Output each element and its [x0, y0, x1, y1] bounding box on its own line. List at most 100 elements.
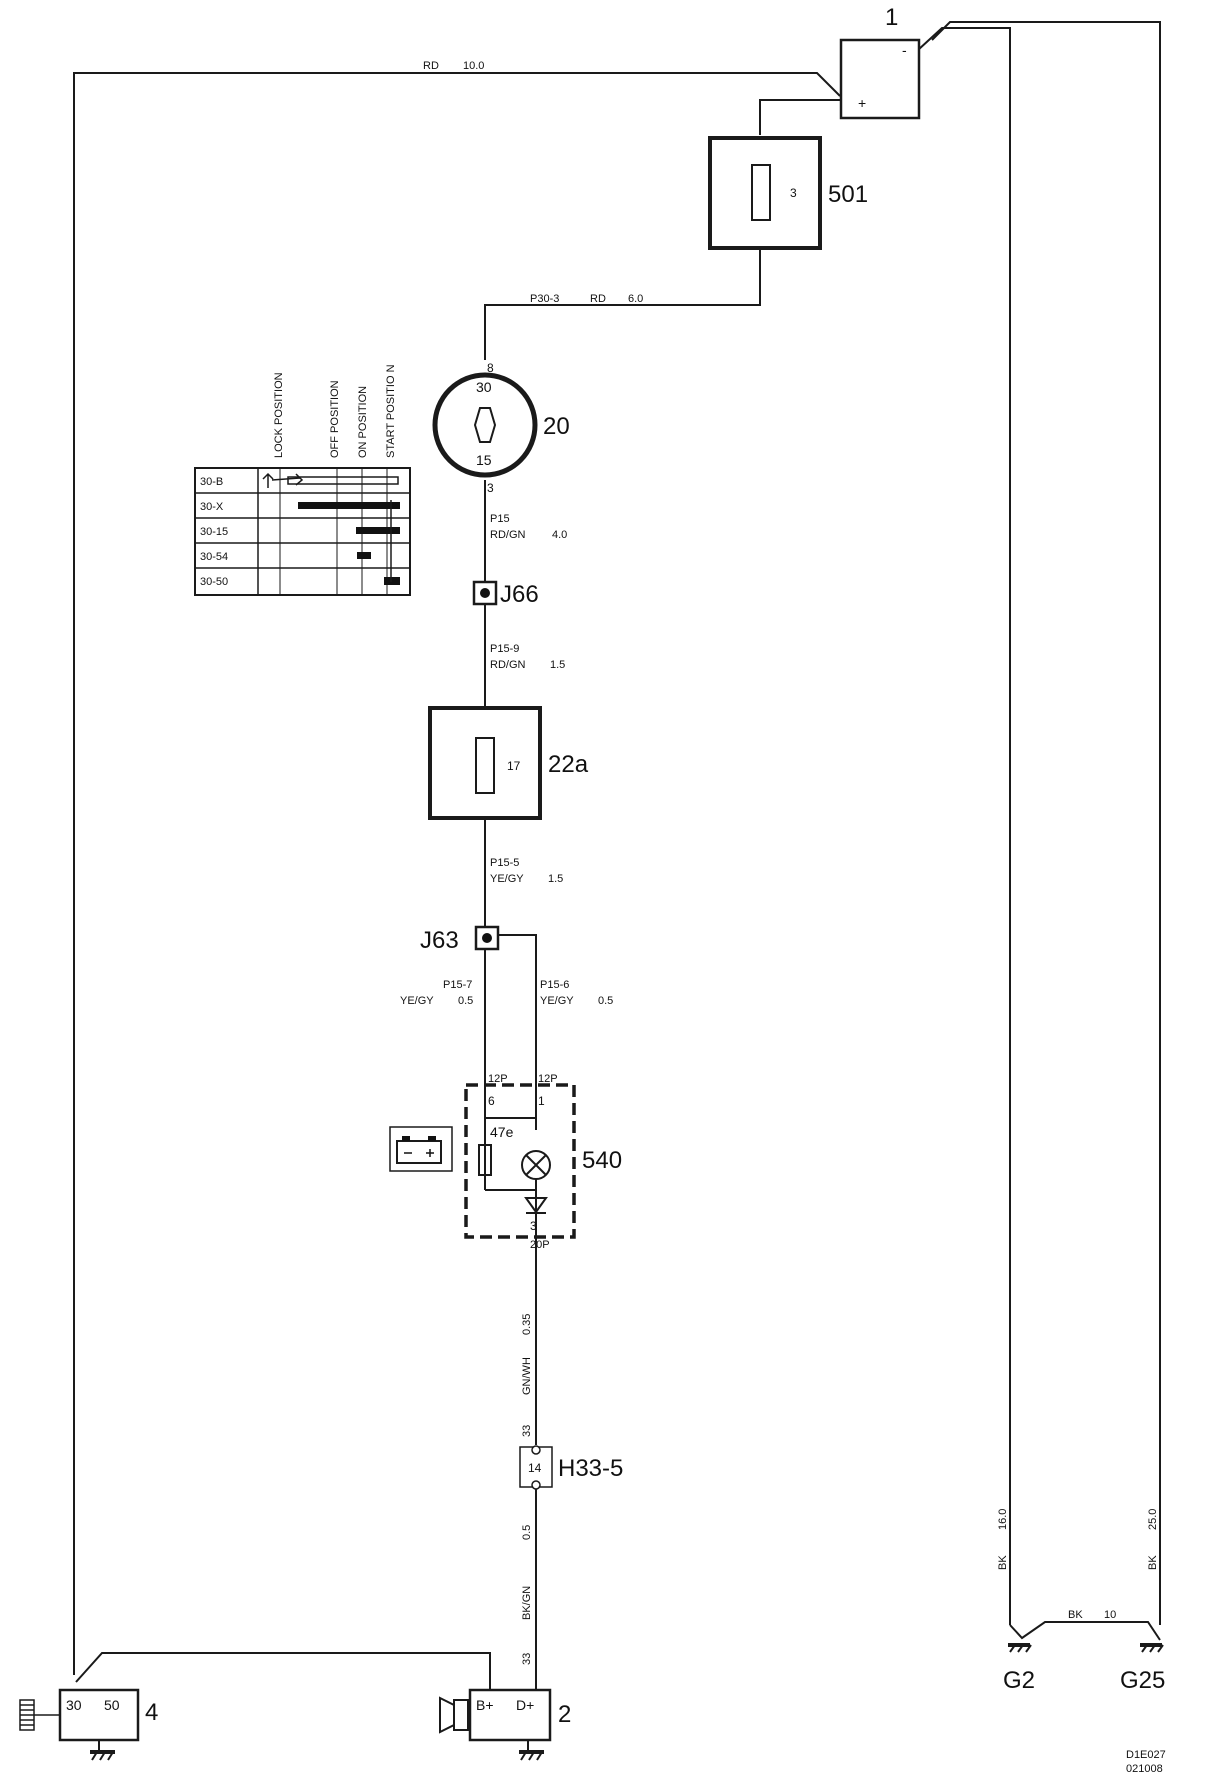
wire-label-p30-3-color: RD: [590, 293, 606, 305]
fuse-box-501: [708, 136, 822, 250]
wire-label-p15-5: P15-5: [490, 857, 519, 869]
alternator-box: [468, 1688, 552, 1742]
alternator-ground-icon: [519, 1740, 544, 1761]
wire-starter-alternator: [75, 1652, 491, 1690]
j63-label: J63: [420, 927, 459, 954]
starter-box: [58, 1688, 140, 1742]
ign-term-top: 30: [476, 379, 492, 395]
alternator-term-b: B+: [476, 1697, 494, 1713]
alternator-pulley-icon: [439, 1696, 469, 1734]
wire-label-g25-color: BK: [1147, 1555, 1159, 1570]
instrument-label: 540: [582, 1147, 622, 1174]
wire-label-gnwh-size: 0.35: [521, 1314, 533, 1335]
row-30-b: 30-B: [200, 476, 223, 488]
starter-term-30: 30: [66, 1697, 82, 1713]
ground-g2-label: G2: [1003, 1667, 1035, 1694]
battery-box: [839, 38, 921, 120]
wire-fuse-ignition: [484, 250, 761, 360]
row-30-x: 30-X: [200, 501, 224, 513]
ign-term-bottom: 15: [476, 452, 492, 468]
wire-label-p15-6-color: YE/GY: [540, 995, 574, 1007]
wire-label-p15-5-color: YE/GY: [490, 873, 524, 885]
wire-label-p15-7-size: 0.5: [458, 995, 473, 1007]
fuse-501-label: 501: [828, 181, 868, 208]
pin-left-conn: 12P: [488, 1073, 508, 1085]
ignition-switch: [432, 372, 538, 478]
header-lock-position: LOCK POSITION: [273, 372, 285, 458]
resistor-icon: [478, 1144, 492, 1176]
wire-label-bridge-color: BK: [1068, 1609, 1083, 1621]
wire-label-bkgn: BK/GN: [521, 1586, 533, 1620]
wire-ground-bridge: [1009, 1621, 1161, 1641]
wire-label-rd-size: 10.0: [463, 60, 484, 72]
h33-top-pin: 33: [521, 1425, 533, 1437]
ground-g2-icon: [1008, 1643, 1032, 1653]
wire-battery-starter: [73, 72, 841, 1675]
battery-plus: +: [858, 95, 866, 111]
ign-label: 20: [543, 413, 570, 440]
wire-label-p15-color: RD/GN: [490, 529, 526, 541]
wire-label-p15-9-size: 1.5: [550, 659, 565, 671]
sub-label-47e: 47e: [490, 1124, 514, 1140]
wire-label-p15-9: P15-9: [490, 643, 519, 655]
wire-label-bkgn-size: 0.5: [521, 1525, 533, 1540]
splice-j63-dot: [482, 933, 492, 943]
starter-gear-icon: [19, 1699, 60, 1731]
footer-ref: D1E027: [1126, 1749, 1166, 1761]
pin-bottom: 3: [530, 1219, 537, 1233]
instrument-540-box: [464, 1083, 576, 1239]
starter-term-50: 50: [104, 1697, 120, 1713]
wire-label-p15-5-size: 1.5: [548, 873, 563, 885]
wire-label-bridge-size: 10: [1104, 1609, 1116, 1621]
bottom-conn: 20P: [530, 1239, 550, 1251]
fuse-501-number: 3: [790, 186, 797, 200]
starter-number: 4: [145, 1699, 158, 1726]
wire-label-g2-color: BK: [997, 1555, 1009, 1570]
fuse-box-22a: [428, 706, 542, 820]
pin-right-conn: 12P: [538, 1073, 558, 1085]
key-icon: [473, 407, 497, 443]
wire-label-g2-size: 16.0: [997, 1509, 1009, 1530]
fuse-22a-number: 17: [507, 759, 521, 773]
wire-battery-ground-g25: [931, 21, 1161, 1625]
alternator-number: 2: [558, 1701, 571, 1728]
h33-pin: 14: [528, 1461, 542, 1475]
h33-label: H33-5: [558, 1455, 623, 1482]
ign-pin-bottom: 3: [487, 481, 494, 495]
wire-label-p30-3-size: 6.0: [628, 293, 643, 305]
battery-warning-icon: [389, 1126, 453, 1172]
wire-label-p15-6: P15-6: [540, 979, 569, 991]
fuse-22a-element: [475, 737, 495, 794]
h33-bottom-contact: [531, 1480, 541, 1490]
ground-g25-icon: [1140, 1643, 1164, 1653]
wire-label-p30-3: P30-3: [530, 293, 559, 305]
row-30-50: 30-50: [200, 576, 228, 588]
wire-label-gnwh: GN/WH: [521, 1357, 533, 1395]
fuse-501-element: [751, 164, 771, 221]
h33-bottom-pin: 33: [521, 1653, 533, 1665]
h33-top-contact: [531, 1445, 541, 1455]
wire-label-g25-size: 25.0: [1147, 1509, 1159, 1530]
starter-ground-icon: [90, 1740, 115, 1761]
pin-left: 6: [488, 1094, 495, 1108]
switch-position-table: [194, 467, 411, 596]
ign-pin-top: 8: [487, 361, 494, 375]
splice-j66-dot: [480, 588, 490, 598]
inst-wire-join: [485, 1179, 537, 1191]
lamp-cross: [525, 1154, 547, 1176]
wire-label-p15: P15: [490, 513, 510, 525]
header-on-position: ON POSITION: [357, 386, 369, 458]
wire-label-p15-size: 4.0: [552, 529, 567, 541]
wire-j63-pin1: [494, 934, 537, 1085]
row-30-15: 30-15: [200, 526, 228, 538]
header-off-position: OFF POSITION: [329, 380, 341, 458]
pin-right: 1: [538, 1094, 545, 1108]
footer-date: 021008: [1126, 1763, 1163, 1775]
wire-label-rd: RD: [423, 60, 439, 72]
wire-battery-ground-g2: [917, 27, 1011, 1625]
ground-g25-label: G25: [1120, 1667, 1165, 1694]
wire-label-p15-6-size: 0.5: [598, 995, 613, 1007]
row-30-54: 30-54: [200, 551, 228, 563]
header-start-position: START POSITIO N: [385, 364, 397, 458]
